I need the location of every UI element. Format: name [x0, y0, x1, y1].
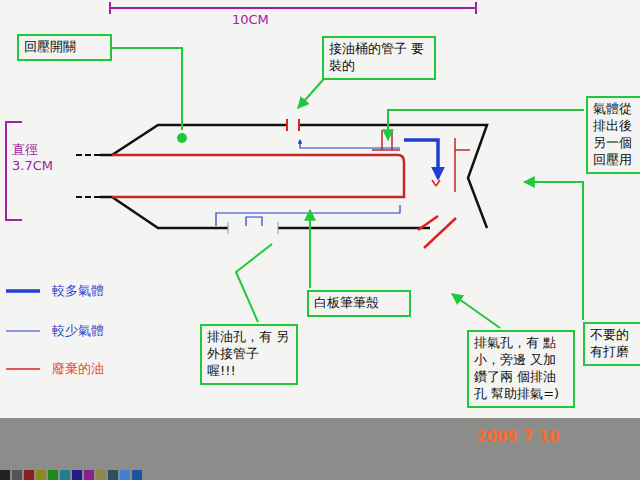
- callout-box: 排氣孔，有 點小，旁邊 又加鑽了兩 個排油孔 幫助排氣=): [467, 330, 575, 408]
- callout-text: 不要的 有打磨: [590, 327, 637, 361]
- palette-cell: [12, 470, 22, 480]
- date-stamp: 2009 7 10: [476, 428, 560, 447]
- housing-outline: [100, 125, 487, 228]
- callout-box: 回壓開關: [17, 34, 112, 61]
- callout-box: 不要的 有打磨: [583, 322, 640, 366]
- callout-box: 白板筆筆殼: [307, 290, 411, 317]
- callout-text: 排油孔，有 另外接管子 喔!!!: [207, 329, 291, 380]
- oil-flow: [455, 138, 470, 192]
- palette-cell: [24, 470, 34, 480]
- legend-item: 較少氣體: [4, 322, 104, 340]
- oil-arrow: [432, 180, 440, 186]
- oil-flow: [372, 130, 400, 150]
- length-bracket: [110, 2, 476, 14]
- exhaust-hole: [418, 216, 456, 248]
- legend-item: 廢棄的油: [4, 360, 104, 378]
- legend-sample: [4, 283, 44, 299]
- valve-dot: [177, 133, 187, 143]
- callout-box: 接油桶的管子 要裝的: [322, 36, 436, 80]
- oil-drain-hole: [228, 222, 278, 234]
- palette-cell: [48, 470, 58, 480]
- callout-text: 排氣孔，有 點小，旁邊 又加鑽了兩 個排油孔 幫助排氣=): [474, 335, 568, 403]
- leader-line: [452, 294, 500, 328]
- legend-line: [6, 368, 40, 370]
- leader-line: [524, 182, 583, 320]
- callout-text: 白板筆筆殼: [314, 295, 404, 312]
- callout-text: 氣體從 排出後 另一個 回壓用: [593, 101, 637, 169]
- legend-sample: [4, 361, 44, 377]
- palette-cell: [72, 470, 82, 480]
- pen-shell: [112, 155, 404, 197]
- less-gas-flow: [300, 140, 400, 148]
- callout-text: 回壓開關: [24, 39, 105, 56]
- callout-box: 氣體從 排出後 另一個 回壓用: [586, 96, 640, 174]
- palette-cell: [96, 470, 106, 480]
- palette-cell: [132, 470, 142, 480]
- palette-cell: [84, 470, 94, 480]
- leader-line: [309, 210, 311, 288]
- palette-cell: [108, 470, 118, 480]
- dimension-label: 直徑 3.7CM: [12, 142, 60, 175]
- legend-line: [6, 330, 40, 331]
- less-gas-flow: [246, 217, 262, 226]
- legend-line: [6, 289, 40, 293]
- legend-text: 較多氣體: [52, 282, 104, 300]
- callout-text: 接油桶的管子 要裝的: [329, 41, 429, 75]
- callout-box: 排油孔，有 另外接管子 喔!!!: [200, 324, 298, 385]
- palette-cell: [0, 470, 10, 480]
- screen-toolbar: [0, 418, 640, 480]
- dimension-label: 10CM: [232, 12, 269, 28]
- palette-cell: [120, 470, 130, 480]
- legend-text: 廢棄的油: [52, 360, 104, 378]
- leader-line: [112, 48, 182, 130]
- palette-cell: [60, 470, 70, 480]
- leader-line: [388, 110, 584, 140]
- legend-text: 較少氣體: [52, 322, 104, 340]
- legend-item: 較多氣體: [4, 282, 104, 300]
- screw-thread: [76, 155, 100, 197]
- legend-sample: [4, 323, 44, 339]
- screen-ground: [0, 0, 640, 418]
- oil-pipe-hole: [287, 119, 299, 131]
- palette-cell: [36, 470, 46, 480]
- more-gas-flow: [404, 140, 438, 178]
- palette: [0, 470, 142, 480]
- leader-line: [236, 244, 272, 322]
- less-gas-flow: [216, 205, 400, 226]
